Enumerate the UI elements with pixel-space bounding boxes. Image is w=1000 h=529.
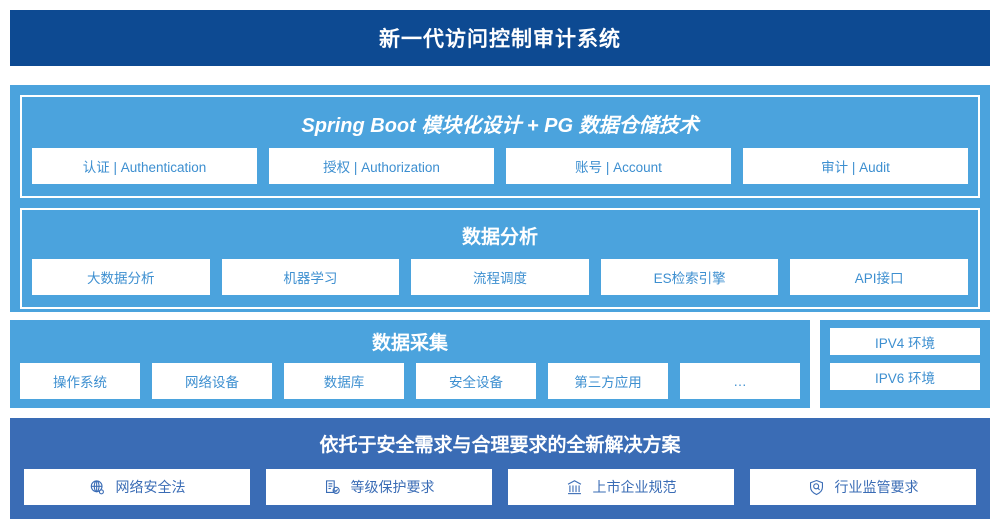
chip-industry-regulation[interactable]: 行业监管要求 (750, 469, 976, 505)
chip-account[interactable]: 账号 | Account (506, 148, 731, 184)
chip-cybersecurity-law[interactable]: 网络安全法 (24, 469, 250, 505)
chip-network-device[interactable]: 网络设备 (152, 363, 272, 399)
chip-operating-system[interactable]: 操作系统 (20, 363, 140, 399)
chip-audit[interactable]: 审计 | Audit (743, 148, 968, 184)
bank-icon (566, 479, 583, 496)
chip-api-interface[interactable]: API接口 (790, 259, 968, 295)
panel-heading-data-collection: 数据采集 (371, 333, 448, 354)
chip-machine-learning[interactable]: 机器学习 (221, 259, 400, 295)
chip-more-ellipsis[interactable]: … (680, 363, 800, 399)
chip-ipv6-environment[interactable]: IPV6 环境 (830, 363, 980, 390)
chip-row-compliance: 网络安全法 等级保护要求 (24, 469, 976, 505)
panel-heading-compliance: 依托于安全需求与合理要求的全新解决方案 (319, 435, 681, 456)
platform-section: Spring Boot 模块化设计 + PG 数据仓储技术 认证 | Authe… (10, 85, 990, 312)
chip-label: 网络安全法 (115, 479, 186, 495)
globe-icon (89, 479, 106, 496)
platform-panel-spring-boot: Spring Boot 模块化设计 + PG 数据仓储技术 认证 | Authe… (20, 95, 980, 198)
chip-authorization[interactable]: 授权 | Authorization (269, 148, 494, 184)
page-title-bar: 新一代访问控制审计系统 (10, 10, 990, 66)
chip-big-data-analysis[interactable]: 大数据分析 (32, 259, 210, 295)
panel-heading-data-analysis: 数据分析 (461, 227, 538, 248)
panel-heading-spring-boot: Spring Boot 模块化设计 + PG 数据仓储技术 (301, 115, 699, 137)
platform-panel-data-analysis: 数据分析 大数据分析 机器学习 流程调度 ES检索引擎 API接口 (20, 208, 980, 309)
page-title: 新一代访问控制审计系统 (379, 28, 621, 51)
shield-search-icon (808, 479, 825, 496)
chip-authentication[interactable]: 认证 | Authentication (32, 148, 257, 184)
chip-classified-protection[interactable]: 等级保护要求 (266, 469, 492, 505)
chip-listed-enterprise-standard[interactable]: 上市企业规范 (508, 469, 734, 505)
chip-ipv4-environment[interactable]: IPV4 环境 (830, 328, 980, 355)
chip-row-data-analysis: 大数据分析 机器学习 流程调度 ES检索引擎 API接口 (32, 259, 968, 295)
chip-database[interactable]: 数据库 (284, 363, 404, 399)
compliance-section: 依托于安全需求与合理要求的全新解决方案 网络安全法 (10, 418, 990, 519)
chip-label: 等级保护要求 (350, 479, 435, 495)
chip-es-search-engine[interactable]: ES检索引擎 (600, 259, 779, 295)
chip-third-party-application[interactable]: 第三方应用 (548, 363, 668, 399)
chip-security-device[interactable]: 安全设备 (416, 363, 536, 399)
document-check-icon (324, 479, 341, 496)
chip-row-spring-boot: 认证 | Authentication 授权 | Authorization 账… (32, 148, 968, 184)
chip-label: 上市企业规范 (592, 479, 677, 495)
chip-label: 行业监管要求 (834, 479, 919, 495)
chip-row-data-collection: 操作系统 网络设备 数据库 安全设备 第三方应用 … (20, 363, 800, 399)
environment-panel: IPV4 环境 IPV6 环境 (820, 320, 990, 408)
chip-process-scheduling[interactable]: 流程调度 (411, 259, 589, 295)
collection-section: 数据采集 操作系统 网络设备 数据库 安全设备 第三方应用 … IPV4 环境 … (10, 320, 990, 408)
collection-main-panel: 数据采集 操作系统 网络设备 数据库 安全设备 第三方应用 … (10, 320, 810, 408)
